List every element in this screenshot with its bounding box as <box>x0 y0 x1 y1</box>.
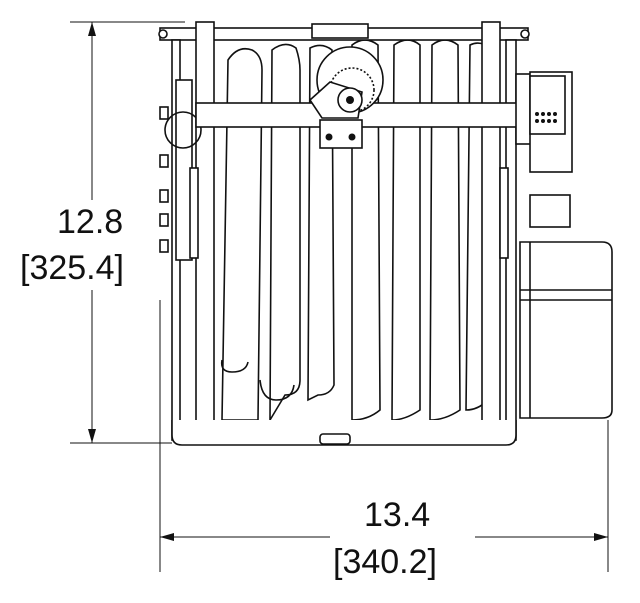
width-dimension-inches: 13.4 <box>364 496 431 534</box>
motor <box>519 241 613 419</box>
height-dimension-lines <box>70 21 185 444</box>
swivel-assembly <box>195 23 519 149</box>
width-dimension-millimeters: [340.2] <box>333 543 437 581</box>
width-dimension-lines <box>159 300 609 572</box>
frame-bolts <box>159 106 169 253</box>
height-dimension-millimeters: [325.4] <box>20 249 124 287</box>
height-dimension-inches: 12.8 <box>57 203 124 241</box>
control-box <box>515 71 573 228</box>
